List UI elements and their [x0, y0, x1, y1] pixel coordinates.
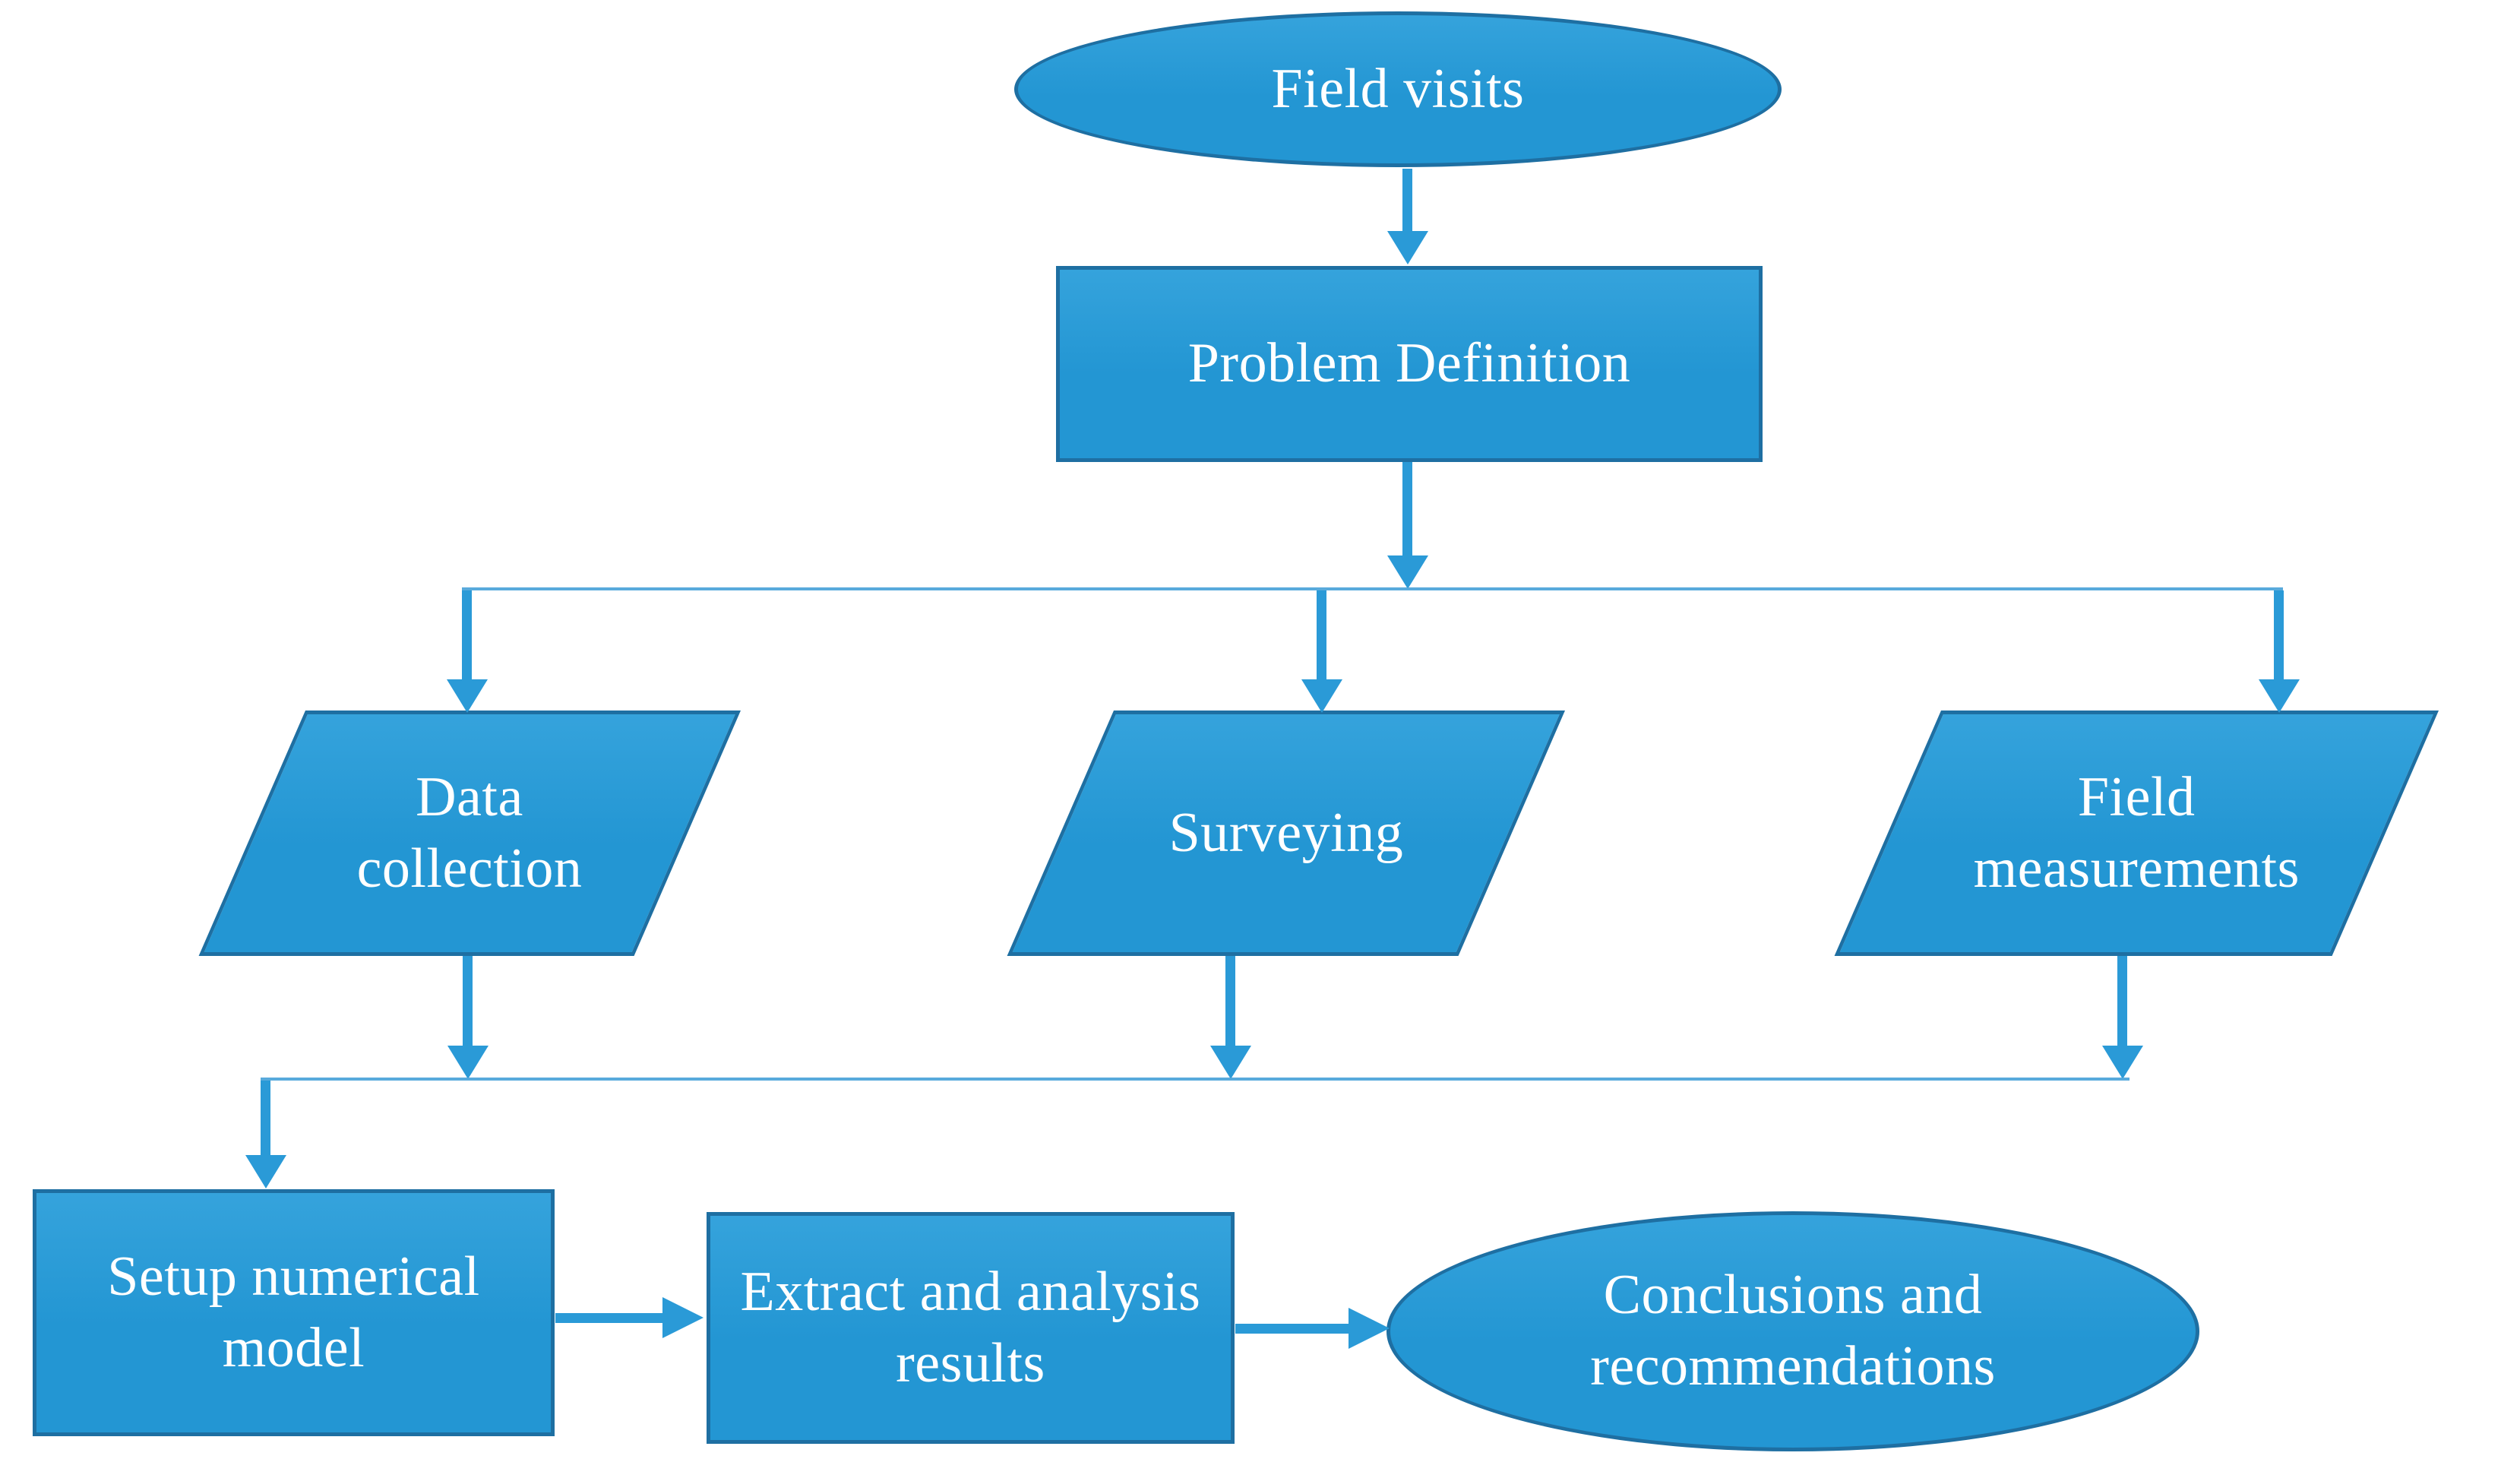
arrow-setupmodel-to-extract-stem — [555, 1313, 663, 1323]
node-extract-results-label: Extract and analysis results — [740, 1260, 1201, 1394]
node-surveying-label: Surveying — [1168, 801, 1404, 864]
node-conclusions: Conclusions and recommendations — [1386, 1211, 2199, 1451]
arrow-datacollection-to-merge-stem — [463, 956, 473, 1047]
node-problem-definition-label: Problem Definition — [1187, 332, 1631, 395]
arrow-branch-to-surveying-stem — [1317, 590, 1326, 680]
arrow-extract-to-conclusions-head — [1349, 1308, 1390, 1349]
node-setup-numerical-model-label: Setup numerical model — [107, 1245, 480, 1379]
node-surveying: Surveying — [1007, 711, 1565, 956]
merge-line — [261, 1078, 2130, 1081]
arrow-branch-to-fieldmeasurements-head — [2259, 679, 2300, 713]
node-field-measurements: Field measurements — [1834, 711, 2439, 956]
node-problem-definition: Problem Definition — [1056, 266, 1763, 462]
node-data-collection-label: Data collection — [356, 765, 583, 900]
node-field-measurements-label: Field measurements — [1973, 765, 2300, 900]
arrow-fieldvisits-to-problemdefinition-stem — [1402, 169, 1412, 233]
arrow-fieldmeasurements-to-merge-stem — [2117, 956, 2127, 1047]
arrow-merge-to-setupmodel-head — [245, 1155, 286, 1188]
arrow-fieldvisits-to-problemdefinition-head — [1387, 231, 1428, 264]
arrow-branch-to-surveying-head — [1301, 679, 1342, 713]
arrow-setupmodel-to-extract-head — [662, 1297, 704, 1338]
arrow-datacollection-to-merge-head — [447, 1046, 489, 1079]
branch-line — [462, 587, 2283, 590]
arrow-problemdefinition-to-branch-head — [1387, 555, 1428, 589]
arrow-merge-to-setupmodel-stem — [261, 1081, 270, 1157]
node-setup-numerical-model: Setup numerical model — [33, 1189, 555, 1436]
arrow-branch-to-datacollection-stem — [462, 590, 472, 680]
arrow-problemdefinition-to-branch-stem — [1402, 462, 1412, 556]
arrow-surveying-to-merge-stem — [1225, 956, 1235, 1047]
arrow-surveying-to-merge-head — [1210, 1046, 1251, 1079]
arrow-branch-to-datacollection-head — [447, 679, 488, 713]
node-field-visits: Field visits — [1014, 11, 1782, 167]
node-conclusions-label: Conclusions and recommendations — [1590, 1264, 1996, 1397]
node-extract-results: Extract and analysis results — [707, 1212, 1235, 1444]
arrow-extract-to-conclusions-stem — [1235, 1324, 1349, 1334]
node-data-collection: Data collection — [198, 711, 741, 956]
arrow-branch-to-fieldmeasurements-stem — [2274, 590, 2284, 680]
node-field-visits-label: Field visits — [1271, 57, 1525, 120]
arrow-fieldmeasurements-to-merge-head — [2102, 1046, 2143, 1079]
